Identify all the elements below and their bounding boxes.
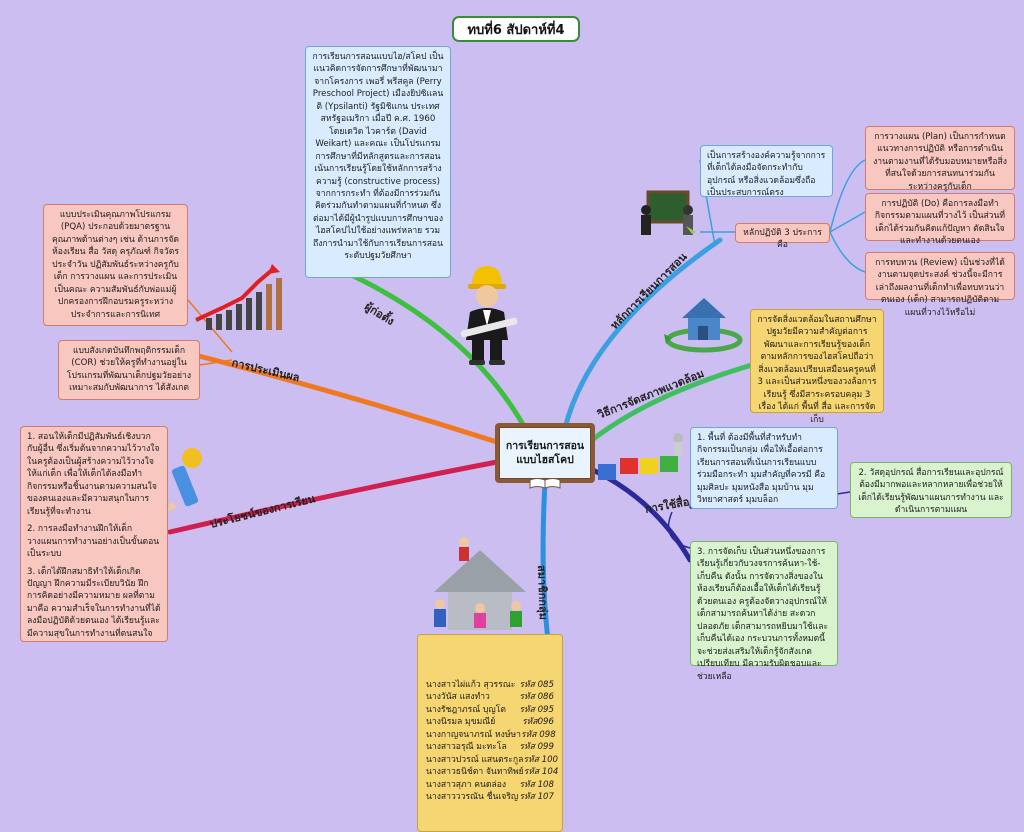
- member-code: รหัส 095: [519, 704, 554, 715]
- member-row: นางสาวววรณัน ชื่นเจริญรหัส 107: [426, 791, 554, 803]
- branch-founder-line: [342, 269, 528, 431]
- member-code: รหัส 098: [521, 729, 556, 740]
- benefits-item-2: 2. การลงมือทำงานฝึกให้เด็กวางแผนการทำงาน…: [27, 524, 160, 560]
- member-code: รหัส 086: [519, 692, 554, 703]
- branch-label-members: สมาชิกกลุ่ม: [535, 564, 550, 621]
- member-row: นางกาญจนาภรณ์ หงษ์ษารหัส 098: [426, 729, 556, 741]
- member-code: รหัส 085: [519, 680, 554, 690]
- central-topic-label: การเรียนการสอน แบบไฮสโคป: [499, 427, 591, 479]
- branch-principles-line: [562, 237, 723, 431]
- sub-review-line: [829, 231, 866, 273]
- eval-cor-box: แบบสังเกตบันทึกพฤติกรรมเด็ก (COR) ช่วยให…: [58, 340, 200, 400]
- sub-do-line: [829, 211, 866, 233]
- house-cycle-icon: [664, 298, 743, 353]
- book-icon: [529, 478, 561, 489]
- review-box: การทบทวน (Review) เป็นช่วงที่ได้งานตามจุ…: [865, 252, 1015, 318]
- member-code: รหัส096: [522, 717, 554, 728]
- sub-plan-line: [829, 159, 866, 233]
- media-materials-box: 2. วัสดุอุปกรณ์ สื่อการเรียนและอุปกรณ์ต้…: [850, 462, 1012, 518]
- member-row: นางสาวไผ่แก้ว สุวรรณะรหัส 085: [426, 679, 554, 691]
- pencil-character-icon: [168, 448, 202, 512]
- member-name: นางสาวอรุณี มะทะโล: [426, 742, 507, 753]
- branch-members-line: [540, 480, 551, 643]
- member-row: นางวันัส แสงทำว รหัส 086: [426, 691, 554, 703]
- founder-box: การเรียนการสอนแบบไฮ/สโคป เป็นแนวคิดการจั…: [305, 46, 451, 278]
- construction-worker-icon: [460, 266, 518, 365]
- do-box: การปฏิบัติ (Do) คือการลงมือทำกิจกรรมตามแ…: [865, 193, 1015, 246]
- member-code: รหัส 099: [519, 742, 554, 753]
- member-code: รหัส 104: [523, 767, 559, 778]
- teacher-chalkboard-icon: [641, 190, 696, 235]
- member-name: นางกาญจนาภรณ์ หงษ์ษา: [426, 729, 521, 740]
- principles-box: เป็นการสร้างองค์ความรู้จากการที่เด็กได้ล…: [700, 145, 833, 198]
- member-name: นางสาวธนิช์ตา จันทาทิพย์: [426, 767, 524, 778]
- principles-rule-box: หลักปฏิบัติ 3 ประการ คือ: [735, 223, 830, 250]
- page-title: ทบที่6 สัปดาห์ที่4: [452, 16, 580, 42]
- member-name: นางวันัส แสงทำว: [426, 692, 490, 703]
- member-row: นางนิรมล มุขมณีย์ รหัส096: [426, 716, 554, 728]
- member-row: นางสาวปวรณ์ แสนตระกูลรหัส 100: [426, 754, 558, 766]
- branch-environment-line: [589, 362, 755, 443]
- eval-pqa-box: แบบประเมินคุณภาพโปรแกรม (PQA) ประกอบด้วย…: [43, 204, 188, 326]
- sub-eval2-line: [199, 359, 233, 366]
- central-topic: การเรียนการสอน แบบไฮสโคป: [495, 423, 595, 483]
- growth-chart-icon: [195, 264, 282, 330]
- member-code: รหัส 107: [519, 792, 554, 803]
- member-code: รหัส 100: [523, 754, 559, 765]
- member-row: นางรัชฎาภรณ์ บุญโต รหัส 095: [426, 704, 554, 716]
- member-name: นางสาวไผ่แก้ว สุวรรณะ: [426, 680, 516, 690]
- branch-benefits-line: [167, 459, 500, 535]
- plan-box: การวางแผน (Plan) เป็นการกำหนดแนวทางการปฏ…: [865, 126, 1015, 192]
- benefits-item-1: 1. สอนให้เด็กมีปฏิสัมพันธ์เชิงบวกกับผู้อ…: [27, 432, 160, 517]
- member-row: นางสาวธนิช์ตา จันทาทิพย์รหัส 104: [426, 766, 558, 778]
- member-name: นางนิรมล มุขมณีย์: [426, 717, 496, 728]
- member-name: นางรัชฎาภรณ์ บุญโต: [426, 704, 506, 715]
- benefits-box: 1. สอนให้เด็กมีปฏิสัมพันธ์เชิงบวกกับผู้อ…: [20, 426, 168, 642]
- member-code: รหัส 108: [519, 779, 554, 790]
- family-house-icon: [434, 537, 526, 630]
- puzzle-pieces-icon: [598, 433, 683, 480]
- media-storage-box: 3. การจัดเก็บ เป็นส่วนหนึ่งของการเรียนรู…: [690, 541, 838, 682]
- environment-box: การจัดสิ่งแวดล้อมในสถานศึกษาปฐมวัยมีความ…: [750, 309, 884, 425]
- member-name: นางสาวววรณัน ชื่นเจริญ: [426, 792, 519, 803]
- media-area-box: 1. พื้นที่ ต้องมีพื้นที่สำหรับทำกิจกรรมเ…: [690, 427, 838, 509]
- sub-media3-line: [667, 511, 691, 549]
- member-name: นางสาวปวรณ์ แสนตระกูล: [426, 754, 524, 765]
- branch-evaluation-line: [192, 352, 500, 445]
- member-name: นางสาวสุภา คนดล่อง: [426, 779, 507, 790]
- member-row: นางสาวอรุณี มะทะโล รหัส 099: [426, 741, 554, 753]
- benefits-item-3: 3. เด็กได้ฝึกสมาธิทำให้เด็กเกิดปัญญา ฝึก…: [27, 566, 161, 639]
- member-row: นางสาวสุภา คนดล่อง รหัส 108: [426, 779, 554, 791]
